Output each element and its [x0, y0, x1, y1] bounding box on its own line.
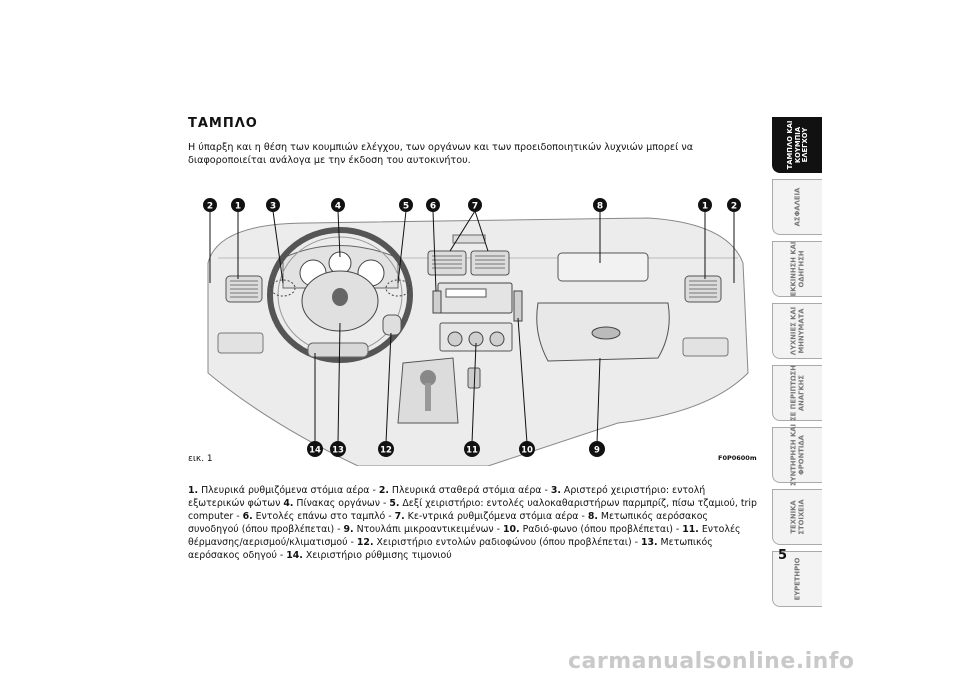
- chapter-tab-label: ΤΕΧΝΙΚΑ ΣΤΟΙΧΕΙΑ: [789, 499, 805, 535]
- callout-6: 6: [430, 202, 436, 212]
- caption-item-text: Αριστερό χειριστήριο: εντολή εξωτερικών …: [188, 485, 706, 509]
- chapter-tab-label: ΕΚΚΙΝΗΣΗ ΚΑΙ ΟΔΗΓΗΣΗ: [789, 241, 805, 297]
- caption-item-number: 6.: [242, 511, 253, 522]
- chapter-tab-label: ΣΕ ΠΕΡΙΠΤΩΣΗ ΑΝΑΓΚΗΣ: [789, 365, 805, 421]
- caption-item-number: 11.: [682, 524, 699, 535]
- caption-item-text: Πίνακας οργάνων -: [293, 498, 390, 509]
- chapter-tab-7[interactable]: ΤΕΧΝΙΚΑ ΣΤΟΙΧΕΙΑ: [772, 489, 822, 545]
- callout-4: 4: [335, 202, 341, 212]
- caption-item-number: 9.: [343, 524, 354, 535]
- callout-9: 9: [594, 446, 600, 456]
- callout-3: 3: [270, 202, 276, 212]
- caption-item-number: 12.: [356, 537, 374, 548]
- callout-12: 12: [380, 446, 392, 456]
- callouts-bottom: 14 13 12 11 10 9: [307, 441, 605, 457]
- callout-7: 7: [472, 202, 478, 212]
- page-number: 5: [778, 548, 788, 563]
- caption-item-text: Μετωπικός αερόσακος οδηγού -: [188, 537, 713, 561]
- chapter-tab-label: ΤΑΜΠΛΟ ΚΑΙ ΚΟΥΜΠΙΑ ΕΛΕΓΧΟΥ: [785, 120, 809, 170]
- caption-item-number: 1.: [188, 485, 199, 496]
- callout-5: 5: [403, 202, 409, 212]
- caption-item-text: Εντολές επάνω στο ταμπλό -: [252, 511, 395, 522]
- chapter-tab-label: ΑΣΦΑΛΕΙΑ: [792, 187, 801, 227]
- callout-11: 11: [466, 446, 478, 456]
- callout-2-right: 2: [731, 202, 737, 212]
- caption-item-text: Δεξί χειριστήριο: εντολές υαλοκαθαριστήρ…: [188, 498, 757, 522]
- caption-item-number: 3.: [550, 485, 561, 496]
- caption-item-text: Χειριστήριο εντολών ραδιοφώνου (όπου προ…: [373, 537, 641, 548]
- callout-14: 14: [309, 446, 321, 456]
- caption-item-text: Κε-ντρικά ρυθμιζόμενα στόμια αέρα -: [404, 511, 588, 522]
- callout-8: 8: [597, 202, 603, 212]
- caption-item-text: Μετωπικός αερόσακος συνοδηγού (όπου προβ…: [188, 511, 708, 535]
- page-title: ΤΑΜΠΛΟ: [188, 116, 258, 131]
- chapter-tab-2[interactable]: ΑΣΦΑΛΕΙΑ: [772, 179, 822, 235]
- caption-item-text: Ντουλάπι μικροαντικειμένων -: [353, 524, 503, 535]
- callout-13: 13: [332, 446, 344, 456]
- caption-item-number: 4.: [283, 498, 294, 509]
- watermark: carmanualsonline.info: [568, 649, 855, 674]
- caption-item-number: 2.: [378, 485, 389, 496]
- chapter-tab-label: ΣΥΝΤΗΡΗΣΗ ΚΑΙ ΦΡΟΝΤΙΔΑ: [789, 423, 805, 486]
- dashboard-illustration: 2 1 3 4 5 6 7 8 1 2 14 13 12 11 10 9: [203, 198, 749, 466]
- callouts-top: 2 1 3 4 5 6 7 8 1 2: [203, 198, 741, 212]
- chapter-tab-3[interactable]: ΕΚΚΙΝΗΣΗ ΚΑΙ ΟΔΗΓΗΣΗ: [772, 241, 822, 297]
- figure-label: εικ. 1: [188, 454, 213, 464]
- callout-10: 10: [521, 446, 533, 456]
- caption-item-number: 7.: [394, 511, 405, 522]
- chapter-tab-1[interactable]: ΤΑΜΠΛΟ ΚΑΙ ΚΟΥΜΠΙΑ ΕΛΕΓΧΟΥ: [772, 117, 822, 173]
- caption-item-text: Πλευρικά ρυθμιζόμενα στόμια αέρα -: [198, 485, 379, 496]
- figure-caption: 1. Πλευρικά ρυθμιζόμενα στόμια αέρα - 2.…: [188, 484, 758, 562]
- caption-item-text: Χειριστήριο ρύθμισης τιμονιού: [302, 550, 452, 561]
- caption-item-number: 13.: [640, 537, 658, 548]
- callout-2-left: 2: [207, 202, 213, 212]
- caption-item-number: 8.: [587, 511, 598, 522]
- chapter-tab-label: ΛΥΧΝΙΕΣ ΚΑΙ ΜΗΝΥΜΑΤΑ: [789, 306, 805, 356]
- caption-item-text: Εντολές θέρμανσης/αερισμού/κλιματισμού -: [188, 524, 741, 548]
- callout-1-right: 1: [702, 202, 708, 212]
- figure-code: F0P0600m: [718, 454, 757, 462]
- chapter-tab-4[interactable]: ΛΥΧΝΙΕΣ ΚΑΙ ΜΗΝΥΜΑΤΑ: [772, 303, 822, 359]
- caption-item-text: Ραδιό-φωνο (όπου προβλέπεται) -: [519, 524, 683, 535]
- caption-item-number: 14.: [286, 550, 303, 561]
- chapter-tab-6[interactable]: ΣΥΝΤΗΡΗΣΗ ΚΑΙ ΦΡΟΝΤΙΔΑ: [772, 423, 822, 486]
- chapter-tab-label: ΕΥΡΕΤΗΡΙΟ: [792, 557, 801, 601]
- chapter-tab-8[interactable]: ΕΥΡΕΤΗΡΙΟ: [772, 551, 822, 607]
- caption-item-number: 10.: [503, 524, 520, 535]
- caption-item-number: 5.: [389, 498, 400, 509]
- chapter-tab-5[interactable]: ΣΕ ΠΕΡΙΠΤΩΣΗ ΑΝΑΓΚΗΣ: [772, 365, 822, 421]
- caption-item-text: Πλευρικά σταθερά στόμια αέρα -: [388, 485, 551, 496]
- callout-1-left: 1: [235, 202, 241, 212]
- intro-paragraph: Η ύπαρξη και η θέση των κουμπιών ελέγχου…: [188, 142, 694, 166]
